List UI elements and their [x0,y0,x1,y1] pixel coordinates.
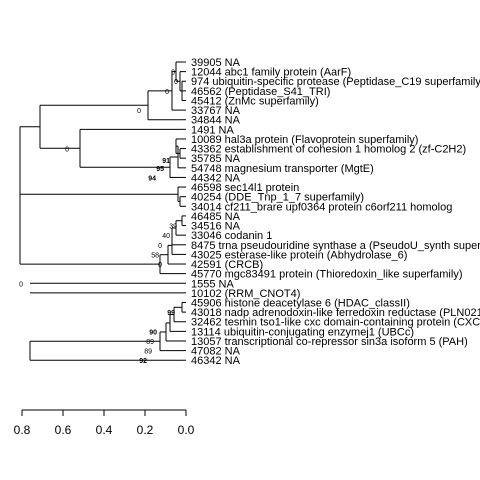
support-value: 0 [19,281,23,288]
support-value: 0 [171,70,175,77]
leaf-label: 33767 NA [191,105,241,117]
support-value: 0 [65,147,69,154]
leaf-label: 46598 sec14l1 protein [191,182,299,194]
leaf-label: 46342 NA [191,355,241,367]
support-value: 94 [148,175,156,182]
support-value: 0 [137,108,141,115]
leaf-label: 45906 histone deacetylase 6 (HDAC_classI… [191,298,410,310]
leaf-label: 10102 (RRM_CNOT4) [191,288,300,300]
leaf-label: 34014 cf211_brare upf0364 protein c6orf2… [191,201,452,213]
leaf-label: 34844 NA [191,115,241,127]
leaf-label: 46485 NA [191,211,241,223]
support-value: 99 [167,310,175,317]
support-value: 91 [162,158,170,165]
leaf-label: 54748 magnesium transporter (MgtE) [191,163,374,175]
leaf-label: 43025 esterase-like protein (Abhydrolase… [191,249,407,261]
leaf-label: 10089 hal3a protein (Flavoprotein superf… [191,134,418,146]
leaf-label: 34516 NA [191,221,241,233]
support-value: 95 [156,166,164,173]
leaf-label: 39905 NA [191,57,241,69]
axis-tick-label: 0.6 [55,423,72,437]
leaf-label: 45770 mgc83491 protein (Thioredoxin_like… [191,269,462,281]
leaf-label: 13114 ubiquitin-conjugating enzymej1 (UB… [191,326,414,338]
support-value: 40 [162,233,170,240]
leaf-label: 32462 tesmin tso1-like cxc domain-contai… [191,317,480,329]
leaf-label: 974 ubiquitin-specific protease (Peptida… [191,76,480,88]
axis-tick-label: 0.8 [14,423,31,437]
leaf-label: 43018 nadp adrenodoxin-like ferredoxin r… [191,307,480,319]
support-value: 58 [151,252,159,259]
tree-branches [19,61,186,361]
distance-axis: 0.8 0.6 0.4 0.2 0.0 [14,409,195,437]
support-value: 89 [146,339,154,346]
leaf-label: 1555 NA [191,278,234,290]
support-value: 89 [144,349,152,356]
leaf-label: 8475 trna pseudouridine synthase a (Pseu… [191,240,480,252]
leaf-label: 44342 NA [191,172,241,184]
support-value: 92 [139,358,147,365]
leaf-label: 40254 (DDE_Tnp_1_7 superfamily) [191,192,364,204]
support-value: 0 [158,243,162,250]
leaf-label: 35785 NA [191,153,241,165]
support-value: 0 [165,89,169,96]
leaf-label: 46562 (Peptidase_S41_TRI) [191,86,330,98]
support-value: 0 [174,79,178,86]
support-value: 90 [149,329,157,336]
axis-tick-label: 0.4 [96,423,113,437]
leaf-label: 1491 NA [191,124,234,136]
leaf-label: 47082 NA [191,346,241,358]
leaf-label: 13057 transcriptional co-repressor sin3a… [191,336,468,348]
leaf-label: 43362 establishment of cohesion 1 homolo… [191,144,466,156]
support-value: 0 [158,262,162,269]
axis-tick-label: 0.0 [178,423,195,437]
leaf-label: 42591 (CRCB) [191,259,263,271]
leaf-label: 45412 (ZnMc superfamily) [191,95,319,107]
axis-tick-label: 0.2 [137,423,154,437]
leaf-label: 33046 codanin 1 [191,230,272,242]
leaf-label: 12044 abc1 family protein (AarF) [191,67,351,79]
support-value: 39 [169,224,177,231]
